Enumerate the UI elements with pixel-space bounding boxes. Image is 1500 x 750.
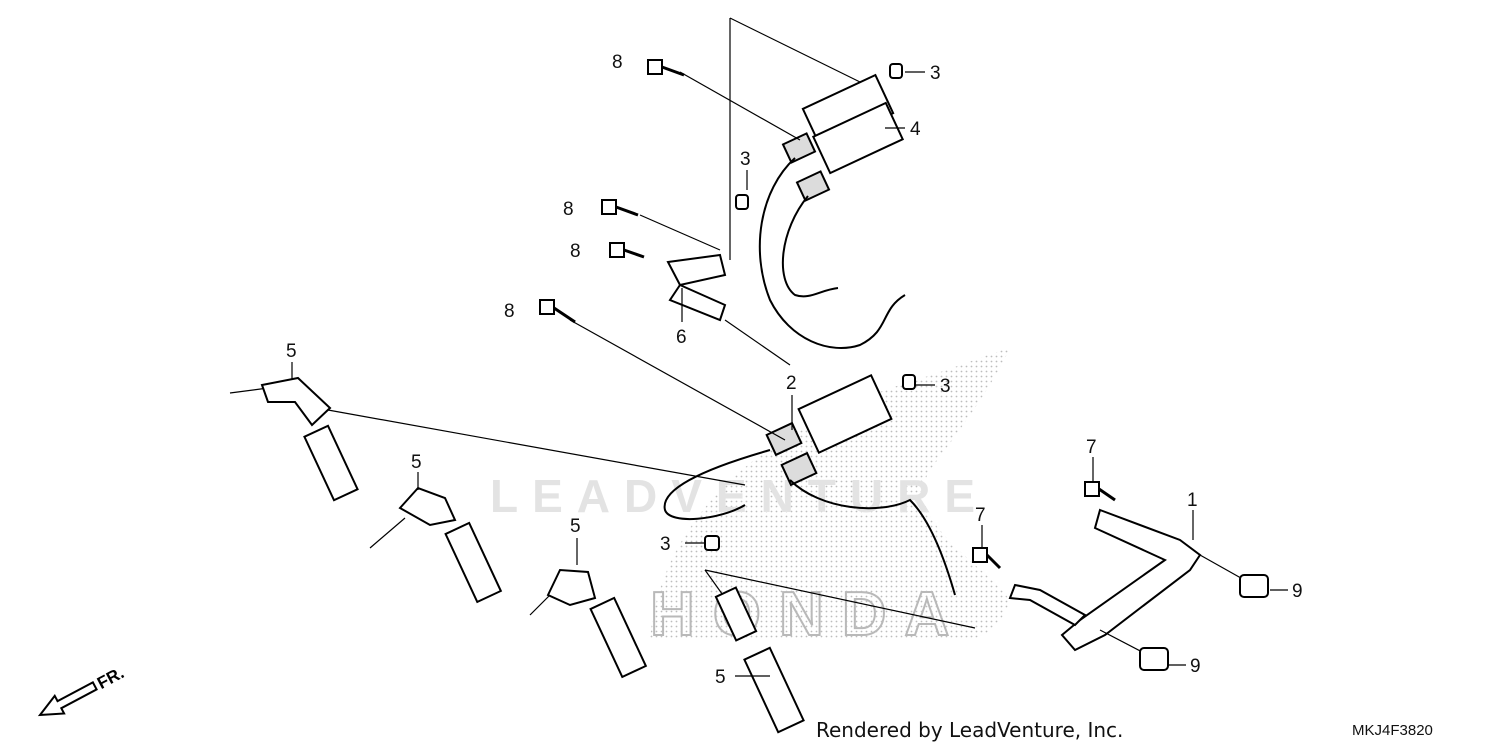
callout-8: 8	[570, 241, 581, 262]
clip-3-a	[889, 63, 903, 79]
bolt-7-a	[1084, 481, 1116, 502]
ignition-coil-lower	[663, 374, 956, 596]
front-label: FR.	[94, 663, 127, 693]
callout-6: 6	[676, 327, 687, 348]
watermark-leadventure: LEADVENTURE	[490, 470, 989, 522]
bolt-8-d	[539, 299, 576, 324]
callout-5: 5	[286, 341, 297, 362]
bolt-8-b	[601, 199, 639, 217]
plug-cap-5-a	[260, 376, 359, 502]
stay-1	[1008, 508, 1202, 652]
collar-9-b	[1099, 629, 1169, 671]
diagram-code: MKJ4F3820	[1352, 722, 1433, 739]
clip-3-b	[735, 194, 749, 210]
callout-3: 3	[930, 63, 941, 84]
ignition-coil-upper	[729, 17, 906, 349]
callout-3: 3	[740, 149, 751, 170]
clip-3-d	[704, 535, 720, 551]
callout-7: 7	[975, 505, 986, 526]
callout-9: 9	[1190, 656, 1201, 677]
bolt-8-c	[609, 242, 645, 259]
bolt-7-b	[972, 547, 1002, 570]
watermark-wing	[650, 348, 1010, 640]
callout-5: 5	[411, 452, 422, 473]
plug-cap-5-c	[546, 568, 648, 679]
callout-8: 8	[612, 52, 623, 73]
callout-3: 3	[940, 376, 951, 397]
render-credit: Rendered by LeadVenture, Inc.	[816, 718, 1124, 742]
watermark-honda: HONDA	[650, 580, 967, 649]
callout-3: 3	[660, 534, 671, 555]
front-arrow-icon: FR.	[37, 663, 127, 717]
collar-9-a	[1199, 554, 1269, 598]
coil-bracket	[666, 253, 791, 366]
callout-9: 9	[1292, 581, 1303, 602]
callout-8: 8	[504, 301, 515, 322]
callout-1: 1	[1187, 490, 1198, 511]
clip-3-c	[902, 374, 916, 390]
bolt-8-a	[647, 59, 685, 77]
callout-5: 5	[570, 516, 581, 537]
plug-cap-5-d	[714, 586, 805, 734]
plug-cap-5-b	[398, 486, 503, 604]
callout-8: 8	[563, 199, 574, 220]
callout-2: 2	[786, 373, 797, 394]
callout-7: 7	[1086, 437, 1097, 458]
callout-4: 4	[910, 119, 921, 140]
callout-5: 5	[715, 667, 726, 688]
